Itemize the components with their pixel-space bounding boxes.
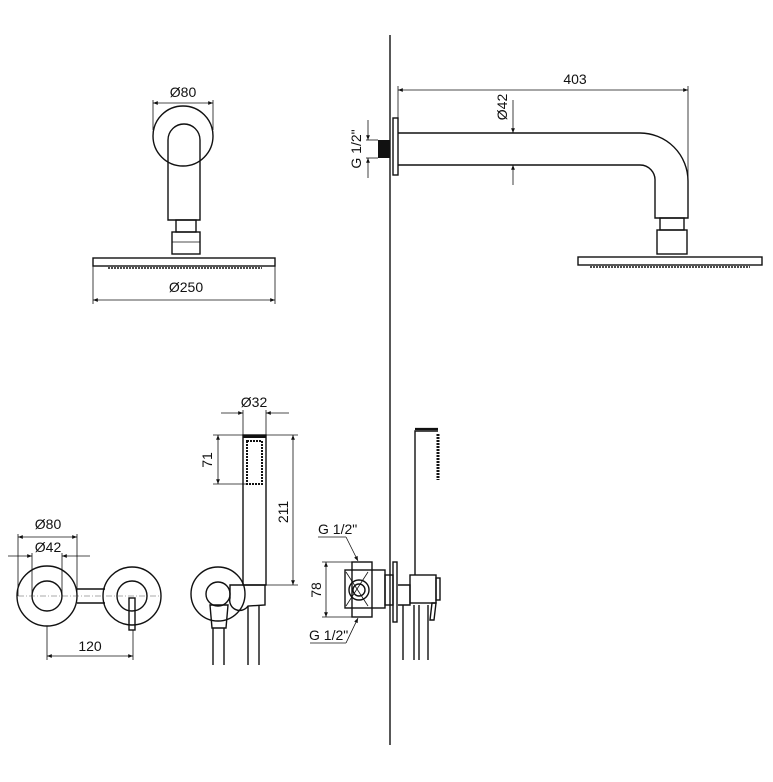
dim-hand-shower-diameter: Ø32 xyxy=(241,394,268,410)
dim-thread-bottom: G 1/2" xyxy=(309,627,348,643)
dim-flange-inner: Ø42 xyxy=(35,539,62,555)
dim-total-height: 211 xyxy=(275,501,291,524)
shower-arm-front-view: Ø80 Ø250 xyxy=(92,84,276,304)
dim-spacing: 120 xyxy=(78,638,102,654)
dim-spray-height: 71 xyxy=(199,452,215,468)
dim-flange-diameter: Ø80 xyxy=(170,84,197,100)
dim-thread: G 1/2" xyxy=(348,129,364,168)
mixer-front-view: Ø80 Ø42 120 xyxy=(8,516,162,660)
dim-arm-length: 403 xyxy=(563,71,587,87)
dim-valve-height: 78 xyxy=(308,582,324,598)
dim-tube-diameter: Ø42 xyxy=(494,94,510,121)
valve-side-view: 78 G 1/2" G 1/2" xyxy=(308,521,398,644)
dim-thread-top: G 1/2" xyxy=(318,521,357,537)
hand-shower-front-view: Ø32 71 211 xyxy=(190,394,298,665)
dim-flange-outer: Ø80 xyxy=(35,516,62,532)
dim-shower-head-diameter: Ø250 xyxy=(169,279,203,295)
shower-arm-side-view: 403 Ø42 G 1/2" xyxy=(348,71,763,268)
hand-shower-side-view xyxy=(398,427,441,660)
